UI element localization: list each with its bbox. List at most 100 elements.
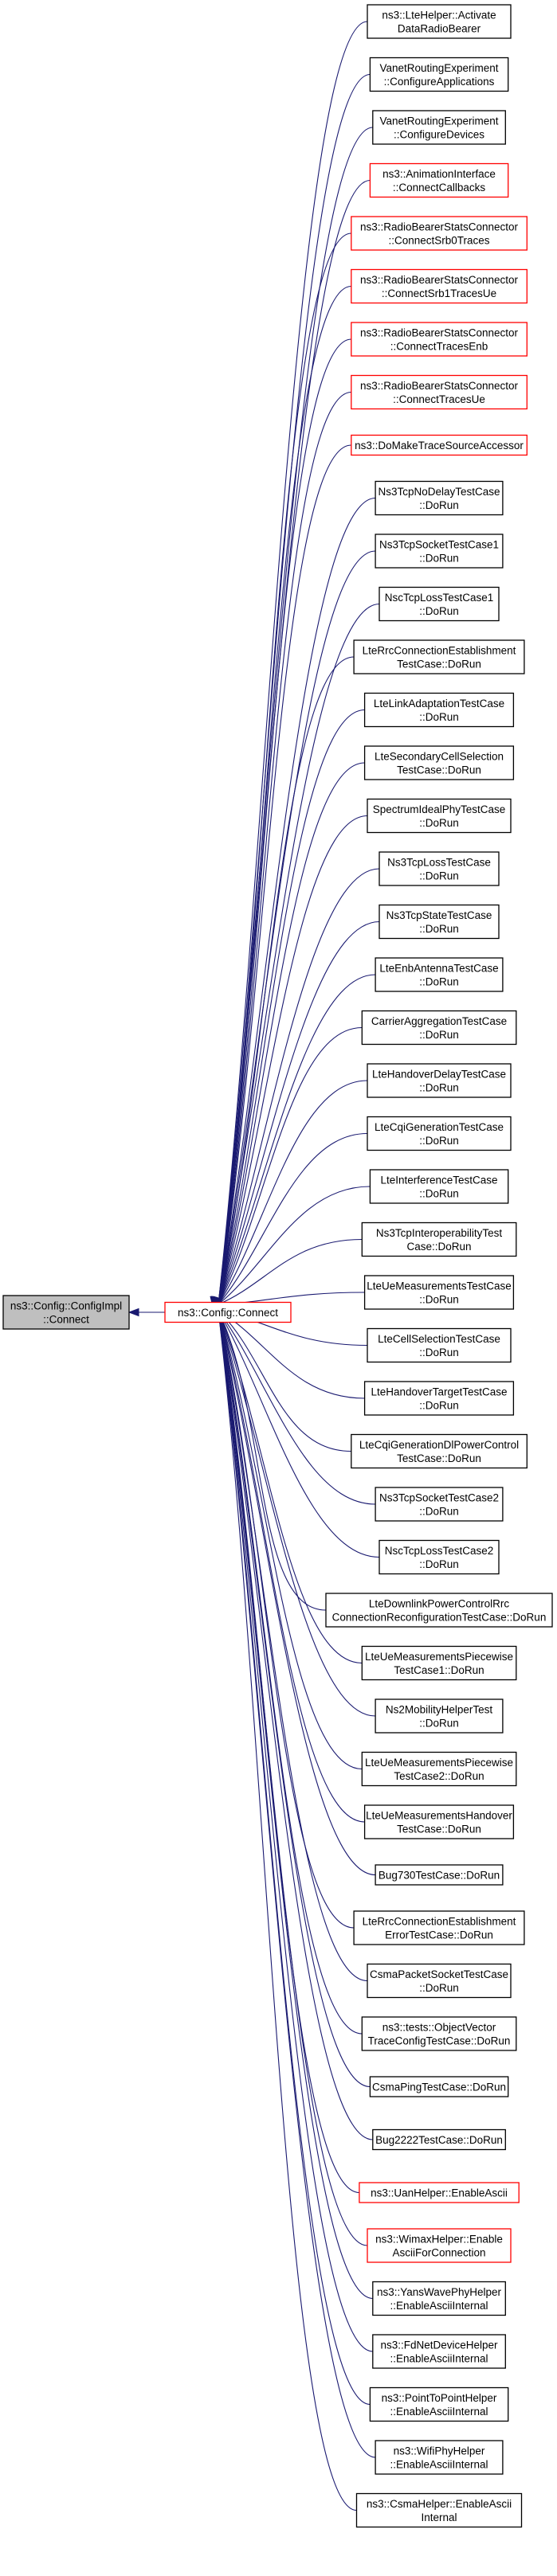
edge-ns3tcpstatetestcase-dorun-to-connect bbox=[218, 921, 380, 1305]
caller-node-bug2222testcase-dorun-label-line: Bug2222TestCase::DoRun bbox=[375, 2134, 503, 2146]
edge-ns3-yanswavephyhelper-enableasciiinternal-to-connect bbox=[218, 1310, 373, 2300]
caller-node-ns3-ltehelper-activatedataradiobearer-label-line: DataRadioBearer bbox=[398, 23, 481, 35]
caller-node-lteuemeasurementspiecewisetestcase2-dorun[interactable]: LteUeMeasurementsPiecewiseTestCase2::DoR… bbox=[361, 1751, 517, 1787]
caller-node-carrieraggregationtestcase-dorun[interactable]: CarrierAggregationTestCase::DoRun bbox=[361, 1010, 517, 1046]
caller-node-lteuemeasurementstestcase-dorun[interactable]: LteUeMeasurementsTestCase::DoRun bbox=[363, 1275, 515, 1310]
caller-node-ns3-wifiphyhelper-enableasciiinternal[interactable]: ns3::WifiPhyHelper::EnableAsciiInternal bbox=[375, 2440, 504, 2475]
caller-node-ns3-tests-objectvectortraceconfigtestcase-dorun[interactable]: ns3::tests::ObjectVectorTraceConfigTestC… bbox=[361, 2016, 517, 2051]
caller-node-ns2mobilityhelpertest-dorun-label-line: ::DoRun bbox=[419, 1718, 459, 1730]
caller-node-ltesecondarycellselectiontestcase-dorun-label-line: TestCase::DoRun bbox=[397, 764, 481, 776]
caller-node-ns3-uanhelper-enableascii[interactable]: ns3::UanHelper::EnableAscii bbox=[359, 2182, 520, 2203]
edge-lteinterferencetestcase-dorun-to-connect bbox=[218, 1186, 371, 1305]
caller-node-ns3-animationinterface-connectcallbacks[interactable]: ns3::AnimationInterface::ConnectCallback… bbox=[369, 162, 509, 198]
caller-node-ns3-wimaxhelper-enableasciiforconnection[interactable]: ns3::WimaxHelper::EnableAsciiForConnecti… bbox=[367, 2228, 512, 2263]
caller-node-ltelinkadaptationtestcase-dorun[interactable]: LteLinkAdaptationTestCase::DoRun bbox=[363, 692, 515, 728]
caller-node-ltedownlinkpowercontrolrrcconnectionreconfigurationtestcase-dorun-box bbox=[325, 1593, 553, 1628]
edge-ns3-ltehelper-activatedataradiobearer-to-connect bbox=[218, 21, 368, 1305]
caller-node-lteuemeasurementspiecewisetestcase2-dorun-box bbox=[361, 1751, 517, 1787]
caller-node-ns3-uanhelper-enableascii-label-line: ns3::UanHelper::EnableAscii bbox=[371, 2187, 508, 2199]
edge-nsctcplosstestcase2-dorun-to-connect bbox=[218, 1310, 380, 1558]
caller-node-ltehandoverdelaytestcase-dorun-label-line: LteHandoverDelayTestCase bbox=[372, 1069, 506, 1081]
caller-node-ns3-radiobearerstatsconnector-connectsrb0traces[interactable]: ns3::RadioBearerStatsConnector::ConnectS… bbox=[351, 216, 528, 251]
caller-node-lteenbantennatestcase-dorun-box bbox=[375, 957, 504, 992]
caller-node-vanetroutingexperiment-configuredevices[interactable]: VanetRoutingExperiment::ConfigureDevices bbox=[372, 110, 506, 145]
caller-node-ns3-csmahelper-enableasciiinternal-box bbox=[355, 2492, 523, 2528]
caller-node-ltesecondarycellselectiontestcase-dorun-label-line: LteSecondaryCellSelection bbox=[375, 751, 504, 763]
caller-node-ltehandoverdelaytestcase-dorun[interactable]: LteHandoverDelayTestCase::DoRun bbox=[367, 1063, 512, 1098]
caller-node-lteuemeasurementspiecewisetestcase1-dorun[interactable]: LteUeMeasurementsPiecewiseTestCase1::DoR… bbox=[361, 1645, 517, 1681]
caller-node-ns3-radiobearerstatsconnector-connecttracesenb[interactable]: ns3::RadioBearerStatsConnector::ConnectT… bbox=[351, 322, 528, 357]
caller-node-bug2222testcase-dorun[interactable]: Bug2222TestCase::DoRun bbox=[372, 2128, 506, 2151]
caller-node-ns2mobilityhelpertest-dorun[interactable]: Ns2MobilityHelperTest::DoRun bbox=[375, 1698, 504, 1734]
caller-node-ns3tcpsockettestcase2-dorun-label-line: ::DoRun bbox=[419, 1506, 459, 1518]
caller-node-ltehandovertargettestcase-dorun[interactable]: LteHandoverTargetTestCase::DoRun bbox=[363, 1381, 515, 1416]
caller-node-ns3tcpstatetestcase-dorun[interactable]: Ns3TcpStateTestCase::DoRun bbox=[379, 904, 500, 940]
caller-node-lteinterferencetestcase-dorun[interactable]: LteInterferenceTestCase::DoRun bbox=[369, 1169, 509, 1204]
caller-node-ns3-radiobearerstatsconnector-connectsrb1tracesue[interactable]: ns3::RadioBearerStatsConnector::ConnectS… bbox=[351, 268, 528, 304]
caller-node-ns3-pointtopointhelper-enableasciiinternal-label-line: ::EnableAsciiInternal bbox=[390, 2406, 488, 2418]
caller-node-vanetroutingexperiment-configureapplications[interactable]: VanetRoutingExperiment::ConfigureApplica… bbox=[369, 57, 509, 92]
caller-node-bug730testcase-dorun-box bbox=[375, 1864, 504, 1886]
caller-node-ns3-radiobearerstatsconnector-connectsrb1tracesue-label-line: ns3::RadioBearerStatsConnector bbox=[360, 274, 519, 286]
caller-node-ns3-yanswavephyhelper-enableasciiinternal[interactable]: ns3::YansWavePhyHelper::EnableAsciiInter… bbox=[372, 2281, 506, 2316]
edge-ns3tcplosstestcase-dorun-to-connect bbox=[218, 868, 380, 1305]
caller-node-nsctcplosstestcase1-dorun[interactable]: NscTcpLossTestCase1::DoRun bbox=[379, 586, 500, 622]
caller-node-lteuemeasurementshandovertestcase-dorun-label-line: TestCase::DoRun bbox=[397, 1824, 481, 1835]
caller-node-lterrcconnectionestablishmenttestcase-dorun[interactable]: LteRrcConnectionEstablishmentTestCase::D… bbox=[353, 639, 525, 674]
caller-node-lteenbantennatestcase-dorun[interactable]: LteEnbAntennaTestCase::DoRun bbox=[375, 957, 504, 992]
caller-node-lteinterferencetestcase-dorun-box bbox=[369, 1169, 509, 1204]
caller-node-nsctcplosstestcase2-dorun[interactable]: NscTcpLossTestCase2::DoRun bbox=[379, 1539, 500, 1575]
caller-node-ns3tcpsockettestcase2-dorun[interactable]: Ns3TcpSocketTestCase2::DoRun bbox=[375, 1487, 504, 1522]
caller-node-csmapacketsockettestcase-dorun[interactable]: CsmaPacketSocketTestCase::DoRun bbox=[367, 1963, 512, 1999]
caller-node-spectrumidealphytestcase-dorun[interactable]: SpectrumIdealPhyTestCase::DoRun bbox=[367, 798, 512, 834]
caller-node-csmapacketsockettestcase-dorun-box bbox=[367, 1963, 512, 1999]
caller-node-lterrcconnectionestablishmenterrortestcase-dorun-label-line: ErrorTestCase::DoRun bbox=[385, 1929, 493, 1941]
caller-node-vanetroutingexperiment-configuredevices-label-line: VanetRoutingExperiment bbox=[379, 115, 498, 127]
caller-node-ltedownlinkpowercontrolrrcconnectionreconfigurationtestcase-dorun-label-line: ConnectionReconfigurationTestCase::DoRun bbox=[332, 1612, 547, 1624]
caller-node-ns3tcpnodelaytestcase-dorun[interactable]: Ns3TcpNoDelayTestCase::DoRun bbox=[375, 480, 504, 516]
caller-node-vanetroutingexperiment-configureapplications-label-line: ::ConfigureApplications bbox=[384, 76, 495, 88]
caller-node-ns3tcplosstestcase-dorun-label-line: Ns3TcpLossTestCase bbox=[387, 857, 491, 869]
caller-node-ns3-domaketracesourceaccessor[interactable]: ns3::DoMakeTraceSourceAccessor bbox=[351, 434, 528, 456]
caller-node-nsctcplosstestcase2-dorun-label-line: NscTcpLossTestCase2 bbox=[385, 1545, 494, 1557]
caller-node-ns3tcpstatetestcase-dorun-label-line: Ns3TcpStateTestCase bbox=[386, 909, 492, 921]
caller-node-csmapingtestcase-dorun[interactable]: CsmaPingTestCase::DoRun bbox=[369, 2076, 509, 2097]
caller-node-ltecqigenerationdlpowercontroltestcase-dorun[interactable]: LteCqiGenerationDlPowerControlTestCase::… bbox=[351, 1433, 528, 1469]
edge-ltesecondarycellselectiontestcase-dorun-to-connect bbox=[218, 762, 365, 1305]
focus-node-config-configimpl-connect-box bbox=[2, 1295, 130, 1330]
edge-carrieraggregationtestcase-dorun-to-connect bbox=[218, 1026, 363, 1305]
caller-node-ns3tcpsockettestcase1-dorun[interactable]: Ns3TcpSocketTestCase1::DoRun bbox=[375, 534, 504, 569]
caller-node-ns3-csmahelper-enableasciiinternal[interactable]: ns3::CsmaHelper::EnableAsciiInternal bbox=[355, 2492, 523, 2528]
edge-ns2mobilityhelpertest-dorun-to-connect bbox=[218, 1310, 376, 1717]
edge-ns3-domaketracesourceaccessor-to-connect bbox=[218, 444, 351, 1305]
caller-node-ns3-fdnetdevicehelper-enableasciiinternal-box bbox=[372, 2334, 506, 2369]
edge-ltehandoverdelaytestcase-dorun-to-connect bbox=[218, 1080, 368, 1305]
caller-node-ns3-animationinterface-connectcallbacks-label-line: ns3::AnimationInterface bbox=[382, 168, 496, 180]
edge-ns3-csmahelper-enableasciiinternal-to-connect bbox=[218, 1310, 357, 2512]
graph-nodes: ns3::Config::ConfigImpl::Connect ns3::Con… bbox=[2, 4, 553, 2528]
edge-ns3tcpsockettestcase1-dorun-to-connect bbox=[218, 550, 376, 1305]
caller-node-bug730testcase-dorun[interactable]: Bug730TestCase::DoRun bbox=[375, 1864, 504, 1886]
caller-node-lteuemeasurementshandovertestcase-dorun-box bbox=[363, 1804, 515, 1839]
caller-node-ns3tcplosstestcase-dorun[interactable]: Ns3TcpLossTestCase::DoRun bbox=[379, 851, 500, 886]
caller-node-ltecellselectiontestcase-dorun[interactable]: LteCellSelectionTestCase::DoRun bbox=[367, 1327, 512, 1363]
hub-node-config-connect-box bbox=[164, 1301, 292, 1323]
caller-node-ns3-radiobearerstatsconnector-connecttracesue[interactable]: ns3::RadioBearerStatsConnector::ConnectT… bbox=[351, 374, 528, 410]
focus-node-config-configimpl-connect[interactable]: ns3::Config::ConfigImpl::Connect bbox=[2, 1295, 130, 1330]
caller-node-ltedownlinkpowercontrolrrcconnectionreconfigurationtestcase-dorun[interactable]: LteDownlinkPowerControlRrcConnectionReco… bbox=[325, 1593, 553, 1628]
caller-node-ltecqigenerationtestcase-dorun[interactable]: LteCqiGenerationTestCase::DoRun bbox=[367, 1116, 512, 1151]
caller-node-lterrcconnectionestablishmenttestcase-dorun-label-line: LteRrcConnectionEstablishment bbox=[363, 645, 516, 657]
hub-node-config-connect[interactable]: ns3::Config::Connect bbox=[164, 1301, 292, 1323]
caller-node-spectrumidealphytestcase-dorun-label-line: SpectrumIdealPhyTestCase bbox=[373, 803, 506, 815]
caller-node-ns3-fdnetdevicehelper-enableasciiinternal[interactable]: ns3::FdNetDeviceHelper::EnableAsciiInter… bbox=[372, 2334, 506, 2369]
caller-node-ltesecondarycellselectiontestcase-dorun-box bbox=[363, 745, 515, 780]
caller-node-nsctcplosstestcase2-dorun-label-line: ::DoRun bbox=[419, 1558, 459, 1570]
caller-node-ns3-wimaxhelper-enableasciiforconnection-label-line: ns3::WimaxHelper::Enable bbox=[375, 2234, 503, 2246]
caller-node-ns2mobilityhelpertest-dorun-box bbox=[375, 1698, 504, 1734]
caller-node-ns3-pointtopointhelper-enableasciiinternal[interactable]: ns3::PointToPointHelper::EnableAsciiInte… bbox=[369, 2386, 509, 2422]
caller-node-lterrcconnectionestablishmenterrortestcase-dorun[interactable]: LteRrcConnectionEstablishmentErrorTestCa… bbox=[353, 1910, 525, 1945]
